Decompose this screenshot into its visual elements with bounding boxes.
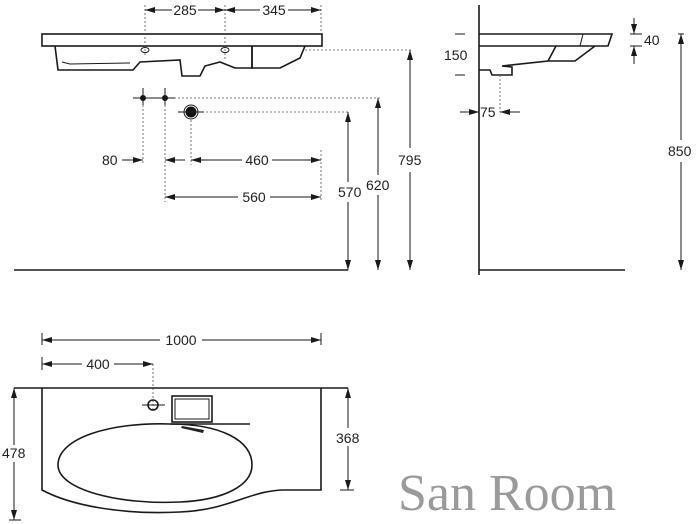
dim-drain-offset: 460 xyxy=(245,152,269,168)
basin-bowl xyxy=(57,423,253,504)
dim-total-height: 795 xyxy=(398,152,422,168)
watermark: San Room xyxy=(398,465,616,522)
overflow-slot xyxy=(181,426,204,433)
dim-supply-spacing: 80 xyxy=(102,152,118,168)
dim-basin-depth: 150 xyxy=(444,47,468,63)
dim-top-height: 850 xyxy=(668,143,692,159)
dim-slab-thickness: 40 xyxy=(644,32,660,48)
dim-drain-height: 570 xyxy=(338,184,362,200)
front-view: 285 345 795 620 570 80 460 560 xyxy=(14,2,422,271)
basin-outline xyxy=(41,388,322,514)
basin-side xyxy=(251,45,306,69)
tap-hole xyxy=(220,47,230,53)
basin-slab xyxy=(41,33,323,47)
basin-underside xyxy=(54,45,253,77)
tap-hole xyxy=(140,47,150,53)
dim-tap-spacing: 285 xyxy=(173,2,197,18)
dim-waste-height: 620 xyxy=(366,177,390,193)
dim-depth: 478 xyxy=(2,445,26,461)
dim-supply-offset: 560 xyxy=(242,189,266,205)
dim-width: 1000 xyxy=(165,332,196,348)
soap-tray xyxy=(171,395,213,423)
side-view: 150 40 75 850 xyxy=(444,5,692,275)
dim-side-depth: 368 xyxy=(336,430,360,446)
top-view: 1000 400 478 368 xyxy=(2,332,360,521)
dim-tap-position: 400 xyxy=(86,356,110,372)
dim-tap-to-edge: 345 xyxy=(262,2,286,18)
dim-drain-from-wall: 75 xyxy=(480,104,496,120)
